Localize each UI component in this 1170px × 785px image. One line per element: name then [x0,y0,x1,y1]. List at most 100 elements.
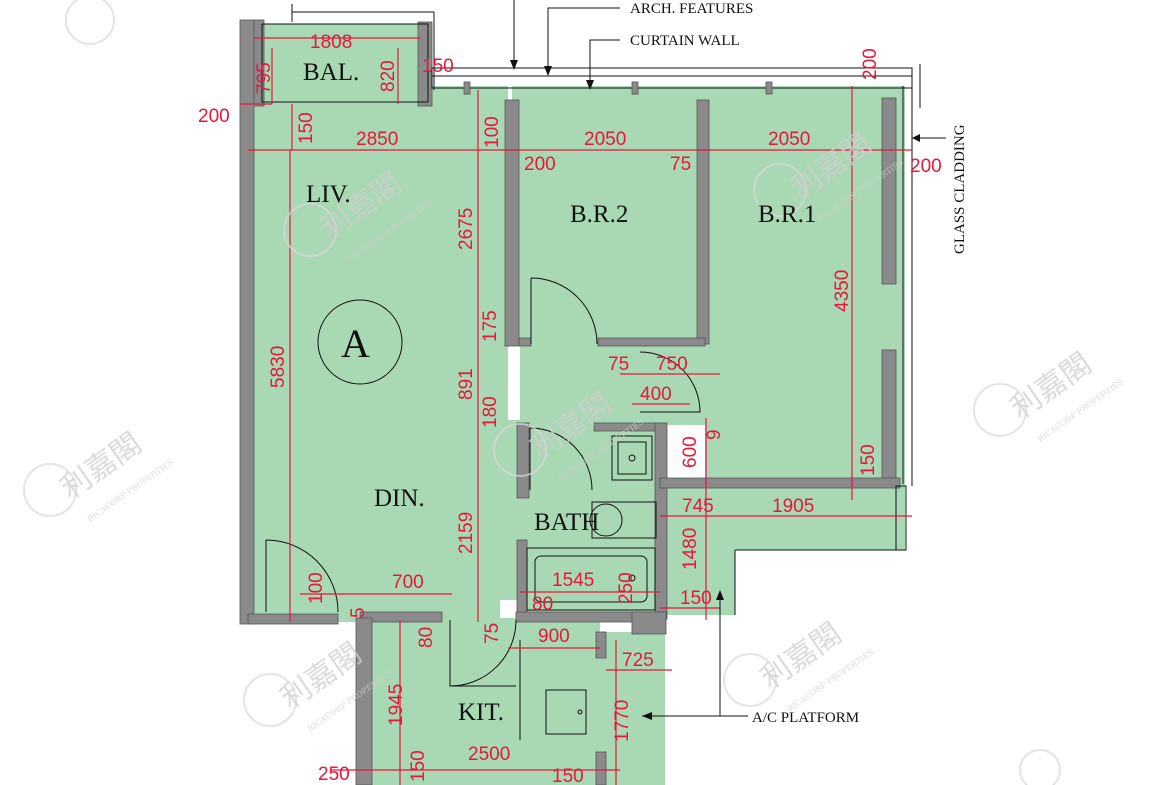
dim-br2-width: 2050 [584,129,626,150]
wall-east-bottom [881,349,897,487]
dim-745: 745 [682,496,714,517]
watermark-logo-6 [493,423,547,477]
dimension-labels: 1808 795 820 150 200 200 150 2850 100 20… [198,32,942,785]
wall-kit-west [355,617,373,785]
wall-kit-mid [595,631,607,659]
wall-east-top [881,97,897,285]
unit-mark: A [341,321,370,366]
dim-right-200: 200 [910,156,942,177]
dim-left-200: 200 [198,106,230,127]
dim-2500: 2500 [468,744,510,765]
dim-bal-depth-left: 795 [254,62,275,94]
dim-150d: 150 [552,766,584,785]
door-kitchen [449,619,517,687]
dim-891: 891 [456,368,477,400]
dim-100: 100 [482,116,503,148]
dim-750: 750 [656,354,688,375]
dim-9: 9 [704,429,725,440]
dim-725: 725 [622,650,654,671]
mullion-1 [463,81,471,95]
wall-bath-east [654,422,668,620]
wall-br-divider [696,99,710,345]
dim-top-right-200: 200 [860,48,881,80]
wall-br2-south-b [597,337,706,347]
watermark-logo-2 [283,203,337,257]
dim-80a: 80 [532,594,553,615]
dim-700: 700 [392,572,424,593]
dim-liv-width: 2850 [356,129,398,150]
dim-200a: 200 [524,154,556,175]
bathtub [526,547,656,611]
dim-150c: 150 [408,750,429,782]
wc [591,501,657,539]
callout-labels: ARCH. FEATURES CURTAIN WALL GLASS CLADDI… [630,1,968,726]
callout-leaders [317,0,946,720]
room-labels: BAL. LIV. B.R.2 B.R.1 DIN. BATH KIT. A [303,59,816,726]
dim-din-depth: 2159 [456,512,477,554]
room-label-balcony: BAL. [303,59,359,86]
dim-150b: 150 [680,588,712,609]
dim-175: 175 [480,310,501,342]
dim-75b: 75 [608,354,629,375]
bedroom1-floor [705,86,892,484]
dim-150a: 150 [858,444,879,476]
dim-br1-width: 2050 [768,129,810,150]
dim-left-150: 150 [296,112,317,144]
watermark-logo-5 [23,463,77,517]
dim-80b: 80 [416,627,437,648]
watermark-text-4: 利嘉閣 [55,426,149,506]
watermark-logo-9 [1019,749,1061,785]
wall-ac-east [631,611,667,635]
dim-total-depth: 5830 [268,346,289,388]
washer [545,689,587,735]
wall-din-south-b [359,611,443,623]
wall-br1-south [659,477,901,489]
watermark-logo-3 [753,163,807,217]
room-label-living: LIV. [306,181,351,208]
dim-75c: 75 [482,623,503,644]
kitchen-floor [360,618,600,785]
dim-1905: 1905 [772,496,814,517]
dim-1480: 1480 [680,528,701,570]
dimension-lines [240,37,912,785]
room-label-kitchen: KIT. [458,699,504,726]
dim-1945: 1945 [386,684,407,726]
watermark-text-3: 利嘉閣 [1005,346,1099,426]
balcony-outline [261,23,429,103]
door-entry [265,539,339,613]
room-label-dining: DIN. [374,485,425,512]
dim-75a: 75 [670,154,691,175]
dim-250a: 250 [616,572,637,604]
facade-lines [261,4,921,615]
wall-din-south-a [247,613,339,625]
dim-br1-depth: 4350 [832,270,853,312]
door-bath [529,427,593,491]
dim-900: 900 [538,626,570,647]
mullion-3 [765,81,773,95]
label-glass-cladding: GLASS CLADDING [952,124,968,254]
mullion-2 [631,81,639,95]
label-curtain-wall: CURTAIN WALL [630,33,740,49]
label-arch-features: ARCH. FEATURES [630,1,753,17]
wall-bal-west [253,19,265,107]
door-br2 [530,277,598,345]
wall-kit-mid-2 [595,751,607,785]
wall-west [239,19,255,625]
wall-br2-west [504,99,520,347]
room-label-bathroom: BATH [534,509,599,536]
watermark-logo-1 [65,0,115,45]
dim-bal-side: 150 [422,56,454,77]
dim-5: 5 [348,607,369,618]
dim-bal-depth-right: 820 [378,60,399,92]
dim-bal-width: 1808 [310,32,352,53]
dim-liv-depth: 2675 [456,208,477,250]
dim-250b: 250 [318,764,350,785]
dim-400: 400 [640,384,672,405]
label-ac-platform: A/C PLATFORM [752,710,859,726]
wall-bath-west-low [516,539,528,621]
wall-bath-west [516,422,530,499]
watermark-logo-7 [723,653,777,707]
room-label-bedroom2: B.R.2 [570,201,628,228]
dim-1770: 1770 [612,700,633,742]
